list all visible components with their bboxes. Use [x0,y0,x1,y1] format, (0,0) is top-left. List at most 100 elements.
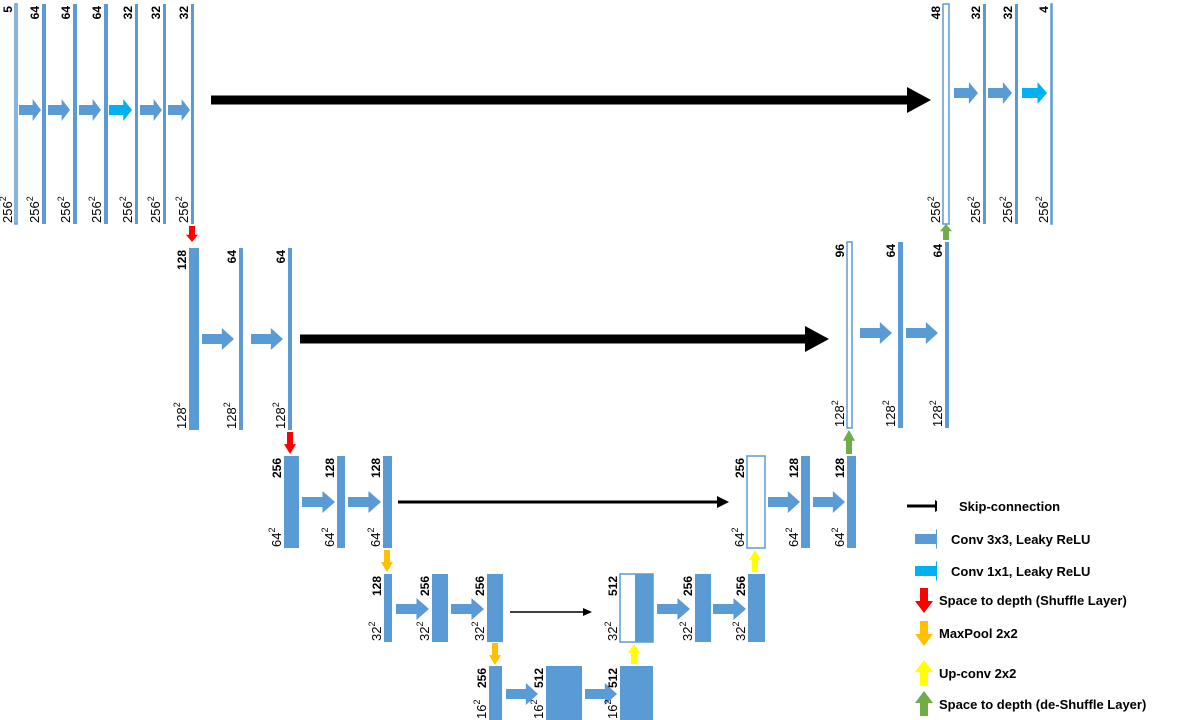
spatial-size-label: 642 [784,528,801,547]
block-rect [191,4,194,224]
size-exponent: 2 [730,528,740,533]
conv3x3-arrow [168,99,190,121]
channel-label: 64 [90,6,104,20]
channel-label: 64 [28,6,42,20]
size-exponent: 2 [830,528,840,533]
block-rect [432,574,448,642]
spatial-size-label: 1282 [881,400,898,427]
de-shuffle-arrow-icon [915,691,933,716]
spatial-size-label: 642 [830,528,847,547]
de-shuffle-arrow [940,224,952,240]
size-base: 32 [369,627,384,641]
channel-label: 64 [59,6,73,20]
skip-connection-level1 [211,87,931,113]
size-exponent: 2 [367,622,377,627]
spatial-size-label: 2562 [174,196,191,223]
block-rect [73,4,77,224]
enc-l1-block-1 [14,3,18,225]
size-base: 256 [1000,201,1015,223]
channel-label: 96 [833,244,847,258]
skip-connection-level4 [510,608,592,616]
dec-l4-block-1 [619,573,654,643]
conv1x1-arrow [1022,82,1047,104]
conv3x3-arrow [713,598,746,620]
channel-label: 32 [1001,6,1015,20]
block-rect [163,4,166,224]
legend-label-upconv: Up-conv 2x2 [939,665,1017,681]
size-exponent: 2 [998,196,1008,201]
upconv-arrow [749,550,761,572]
enc-l4-block-3 [487,574,503,642]
size-exponent: 2 [529,700,539,705]
dec-l1-block-2 [983,4,986,224]
size-base: 128 [174,407,189,429]
channel-label: 512 [606,668,620,688]
block-rect [620,666,653,720]
dec-l2-block-1 [846,241,853,429]
conv3x3-arrow [451,598,484,620]
dec-l3-block-3 [847,456,856,548]
block-rect [487,574,503,642]
conv3x3-arrow [140,99,162,121]
channel-label: 128 [323,458,337,478]
channel-label: 32 [149,6,163,20]
size-exponent: 2 [731,622,741,627]
channel-label: 512 [532,668,546,688]
spatial-size-label: 322 [470,622,487,641]
skip-connection-level2 [300,326,829,352]
size-exponent: 2 [472,700,482,705]
size-exponent: 2 [172,402,182,407]
channel-label: 256 [734,576,748,596]
spatial-size-label: 322 [603,622,620,641]
size-exponent: 2 [415,622,425,627]
channel-label: 4 [1037,6,1051,13]
size-exponent: 2 [603,622,613,627]
spatial-size-label: 322 [731,622,748,641]
channel-label: 64 [931,244,945,258]
block-rect-filled [635,574,653,642]
legend-upconv: Up-conv 2x2 [905,660,1016,686]
conv3x3-arrow [954,82,978,104]
channel-label: 48 [929,6,943,20]
blocks-layer [14,3,1053,720]
size-base: 256 [968,201,983,223]
block-rect [942,3,950,225]
spatial-size-label: 162 [603,700,620,719]
spatial-size-label: 162 [529,700,546,719]
dec-l4-block-3 [748,574,765,642]
maxpool-arrow [381,550,393,572]
size-base: 128 [224,407,239,429]
size-exponent: 2 [174,196,184,201]
conv3x3-arrow [302,491,335,513]
size-exponent: 2 [881,400,891,405]
size-base: 256 [176,201,191,223]
size-base: 32 [733,627,748,641]
dec-l1-block-3 [1015,4,1018,224]
channel-label: 64 [225,250,239,264]
block-rect [695,574,711,642]
size-base: 64 [269,533,284,547]
size-base: 256 [89,201,104,223]
size-base: 256 [1036,201,1051,223]
spatial-size-label: 1282 [222,402,239,429]
conv3x3-arrow [657,598,690,620]
size-base: 256 [0,201,15,223]
block-rect [104,4,108,224]
spatial-size-label: 2562 [118,196,135,223]
legend-label-conv1x1: Conv 1x1, Leaky ReLU [951,563,1091,579]
enc-l2-block-1 [189,248,199,430]
channel-label: 256 [270,458,284,478]
channel-label: 32 [121,6,135,20]
channel-label: 128 [787,458,801,478]
conv3x3-arrow [813,491,845,513]
enc-l1-block-5 [135,4,138,224]
legend-conv1x1: Conv 1x1, Leaky ReLU [905,558,1090,584]
channel-label: 256 [733,458,747,478]
size-base: 64 [322,533,337,547]
space-to-depth-arrow-icon [915,588,933,613]
size-base: 128 [883,405,898,427]
size-base: 32 [472,627,487,641]
legend-de-shuffle: Space to depth (de-Shuffle Layer) [905,691,1146,717]
size-base: 256 [120,201,135,223]
